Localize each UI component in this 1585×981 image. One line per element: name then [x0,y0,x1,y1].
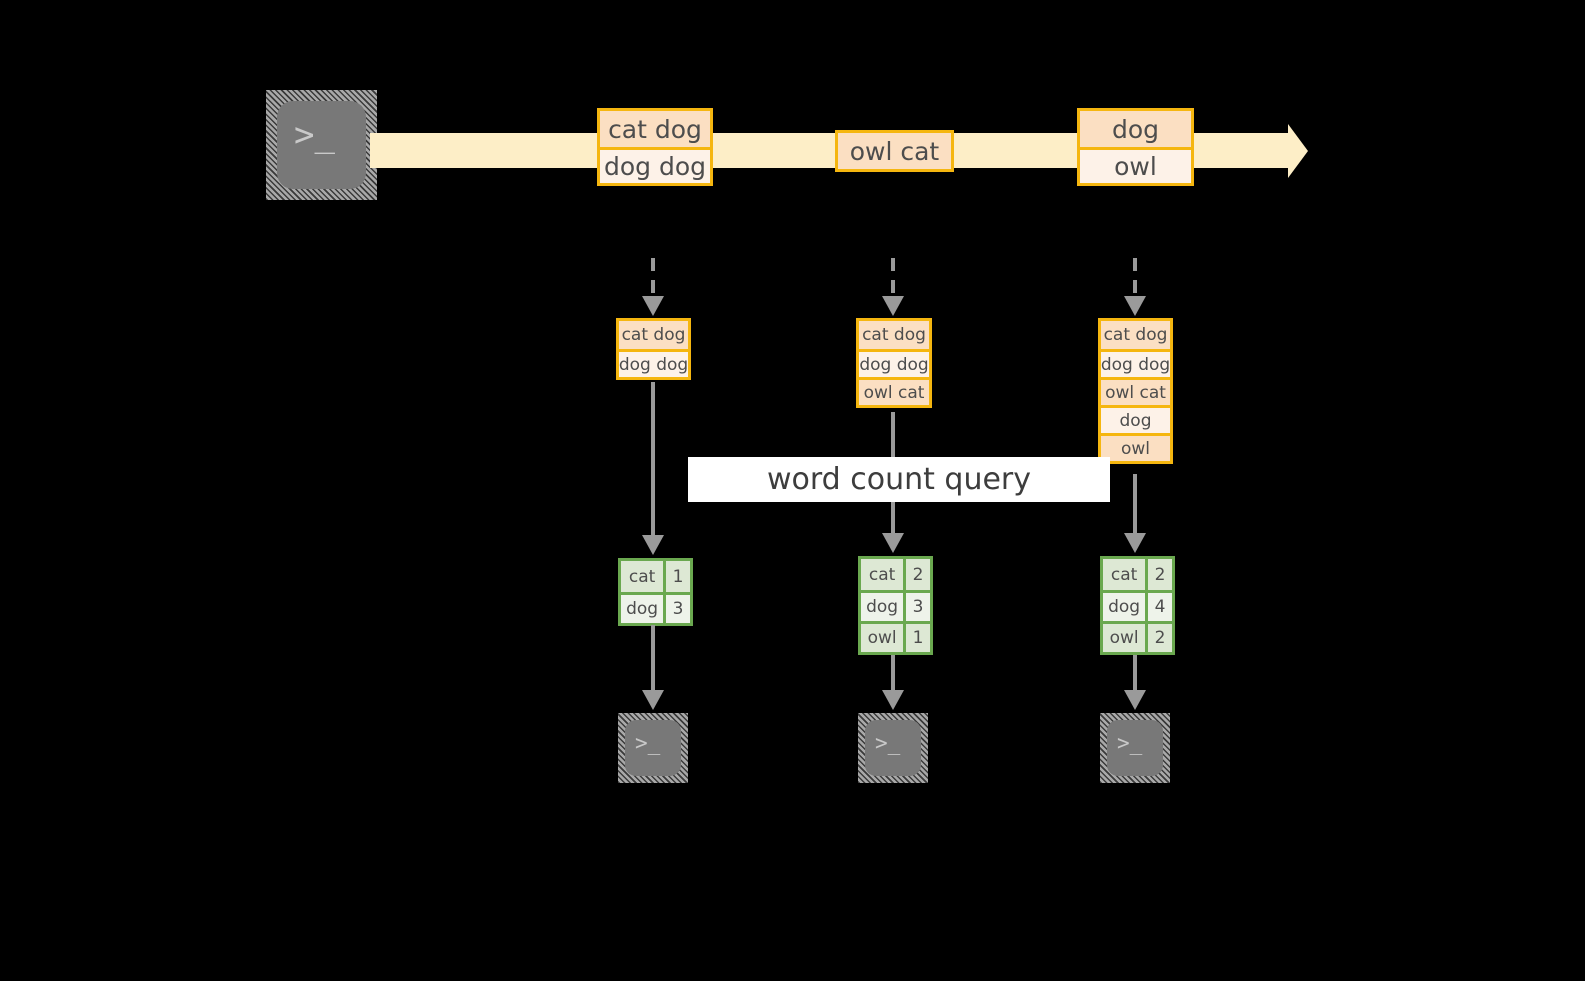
consumer-terminal-icon-2: >_ [858,713,928,783]
query-label: word count query [766,462,1032,497]
terminal-prompt-glyph: >_ [1117,731,1143,755]
output-connector-arrow-icon-1 [642,690,664,710]
word-cell: dog [626,599,659,619]
dashed-down-arrow-icon-1 [642,296,664,316]
query-connector-arrow-icon-2 [882,533,904,553]
stream-message-row: dog dog [600,147,710,183]
producer-terminal-icon: >_ [266,90,377,200]
snapshot-input-row: cat dog [619,321,688,349]
output-connector-line-3 [1133,655,1137,693]
dashed-down-arrow-icon-2 [882,296,904,316]
snapshot-input-table-3: cat dog dog dog owl cat dog owl [1098,318,1173,464]
terminal-body [625,720,681,776]
word-cell: cat [1110,564,1138,585]
stream-arrow-head-icon [1288,124,1308,178]
word-count-row: dog 4 [1103,590,1172,621]
ingest-dashed-line-3 [1133,258,1137,300]
stream-message-3: dog owl [1077,108,1194,186]
dashed-down-arrow-icon-3 [1124,296,1146,316]
stream-message-2: owl cat [835,130,954,172]
snapshot-input-row: dog dog [859,349,929,377]
count-cell: 2 [1145,624,1172,652]
terminal-prompt-glyph: >_ [635,731,661,755]
consumer-terminal-icon-3: >_ [1100,713,1170,783]
stream-message-row: owl cat [838,133,951,169]
stream-message-row: cat dog [600,111,710,147]
output-connector-arrow-icon-3 [1124,690,1146,710]
count-cell: 2 [1145,559,1172,590]
word-count-result-table-3: cat 2 dog 4 owl 2 [1100,556,1175,655]
count-cell: 1 [903,624,930,652]
query-connector-arrow-icon-3 [1124,533,1146,553]
word-count-row: dog 3 [861,590,930,621]
word-cell: cat [628,566,656,587]
snapshot-input-table-2: cat dog dog dog owl cat [856,318,932,408]
word-count-row: cat 2 [1103,559,1172,590]
terminal-prompt-glyph: >_ [875,731,901,755]
count-cell: 2 [903,559,930,590]
word-count-row: cat 2 [861,559,930,590]
stream-message-1: cat dog dog dog [597,108,713,186]
stream-message-row: owl [1080,147,1191,183]
snapshot-input-row: cat dog [859,321,929,349]
word-count-row: owl 1 [861,621,930,652]
output-connector-arrow-icon-2 [882,690,904,710]
output-connector-line-2 [891,655,895,693]
snapshot-input-row: owl [1101,433,1170,461]
count-cell: 1 [663,561,690,592]
word-cell: cat [868,564,896,585]
consumer-terminal-icon-1: >_ [618,713,688,783]
terminal-body [277,101,366,189]
output-connector-line-1 [651,625,655,693]
query-label-band: word count query [688,457,1110,502]
snapshot-input-row: dog dog [1101,349,1170,377]
word-cell: owl [1109,628,1139,648]
ingest-dashed-line-2 [891,258,895,300]
query-connector-line-3 [1133,474,1137,538]
snapshot-input-row: dog dog [619,349,688,377]
query-connector-line-1 [651,382,655,540]
count-cell: 4 [1145,593,1172,621]
terminal-prompt-glyph: >_ [294,115,335,155]
snapshot-input-row: cat dog [1101,321,1170,349]
word-count-row: owl 2 [1103,621,1172,652]
count-cell: 3 [903,593,930,621]
terminal-body [865,720,921,776]
word-count-result-table-2: cat 2 dog 3 owl 1 [858,556,933,655]
word-cell: dog [1108,597,1141,617]
word-count-row: cat 1 [621,561,690,592]
snapshot-input-row: owl cat [1101,377,1170,405]
count-cell: 3 [663,595,690,623]
query-connector-arrow-icon-1 [642,535,664,555]
snapshot-input-row: dog [1101,405,1170,433]
snapshot-input-table-1: cat dog dog dog [616,318,691,380]
word-count-row: dog 3 [621,592,690,623]
word-cell: dog [866,597,899,617]
word-count-result-table-1: cat 1 dog 3 [618,558,693,626]
snapshot-input-row: owl cat [859,377,929,405]
word-cell: owl [867,628,897,648]
stream-message-row: dog [1080,111,1191,147]
terminal-body [1107,720,1163,776]
ingest-dashed-line-1 [651,258,655,300]
